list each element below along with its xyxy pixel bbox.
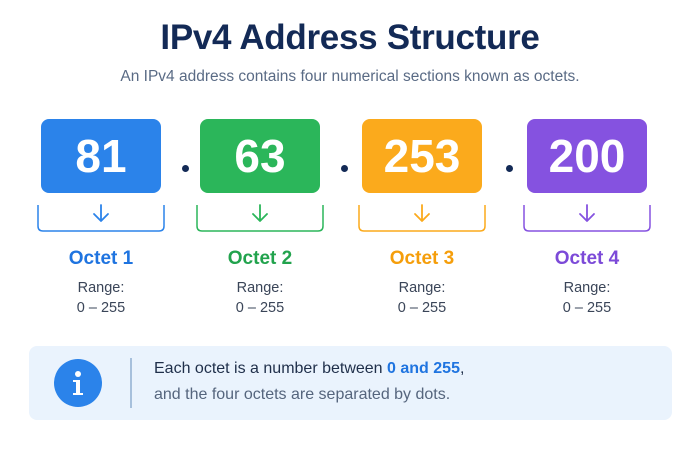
bracket-arrow-icon [196,204,324,232]
octet-label-1: Octet 1 [68,248,134,269]
octet-column-1: 81 Octet 1 Range: 0 – 255 [37,119,165,319]
octet-box-4: 200 [527,119,647,193]
range-value-4: 0 – 255 [562,300,612,316]
octet-label-2: Octet 2 [227,248,293,269]
octet-box-3: 253 [362,119,482,193]
bracket-arrow-icon [523,204,651,232]
info-divider [130,358,132,408]
bracket-arrow-icon [37,204,165,232]
info-text-line-1: Each octet is a number between 0 and 255… [154,360,464,378]
octet-column-2: 63 Octet 2 Range: 0 – 255 [196,119,324,319]
separator-symbol: . [0,0,1,1]
octet-box-2: 63 [200,119,320,193]
range-label-1: Range: [77,280,125,296]
info-text-line-2: and the four octets are separated by dot… [154,386,451,403]
separator-dot-1 [182,165,189,172]
octet-column-4: 200 Octet 4 Range: 0 – 255 [523,119,651,319]
info-text-suffix: , [459,360,465,377]
octet-label-3: Octet 3 [389,248,455,269]
bracket-arrow-icon [358,204,486,232]
octet-column-3: 253 Octet 3 Range: 0 – 255 [358,119,486,319]
info-text-prefix: Each octet is a number between [154,360,388,377]
range-value-2: 0 – 255 [235,300,285,316]
separator-dot-2 [341,165,348,172]
range-label-2: Range: [236,280,284,296]
info-panel: Each octet is a number between 0 and 255… [29,346,672,420]
page-subtitle: An IPv4 address contains four numerical … [120,68,580,85]
range-value-1: 0 – 255 [76,300,126,316]
separator-dot-3 [506,165,513,172]
range-value-3: 0 – 255 [397,300,447,316]
octet-label-4: Octet 4 [554,248,620,269]
page-title: IPv4 Address Structure [160,18,540,57]
info-icon [54,359,102,407]
range-label-4: Range: [563,280,611,296]
range-label-3: Range: [398,280,446,296]
info-text-highlight: 0 and 255 [387,360,460,377]
octet-box-1: 81 [41,119,161,193]
